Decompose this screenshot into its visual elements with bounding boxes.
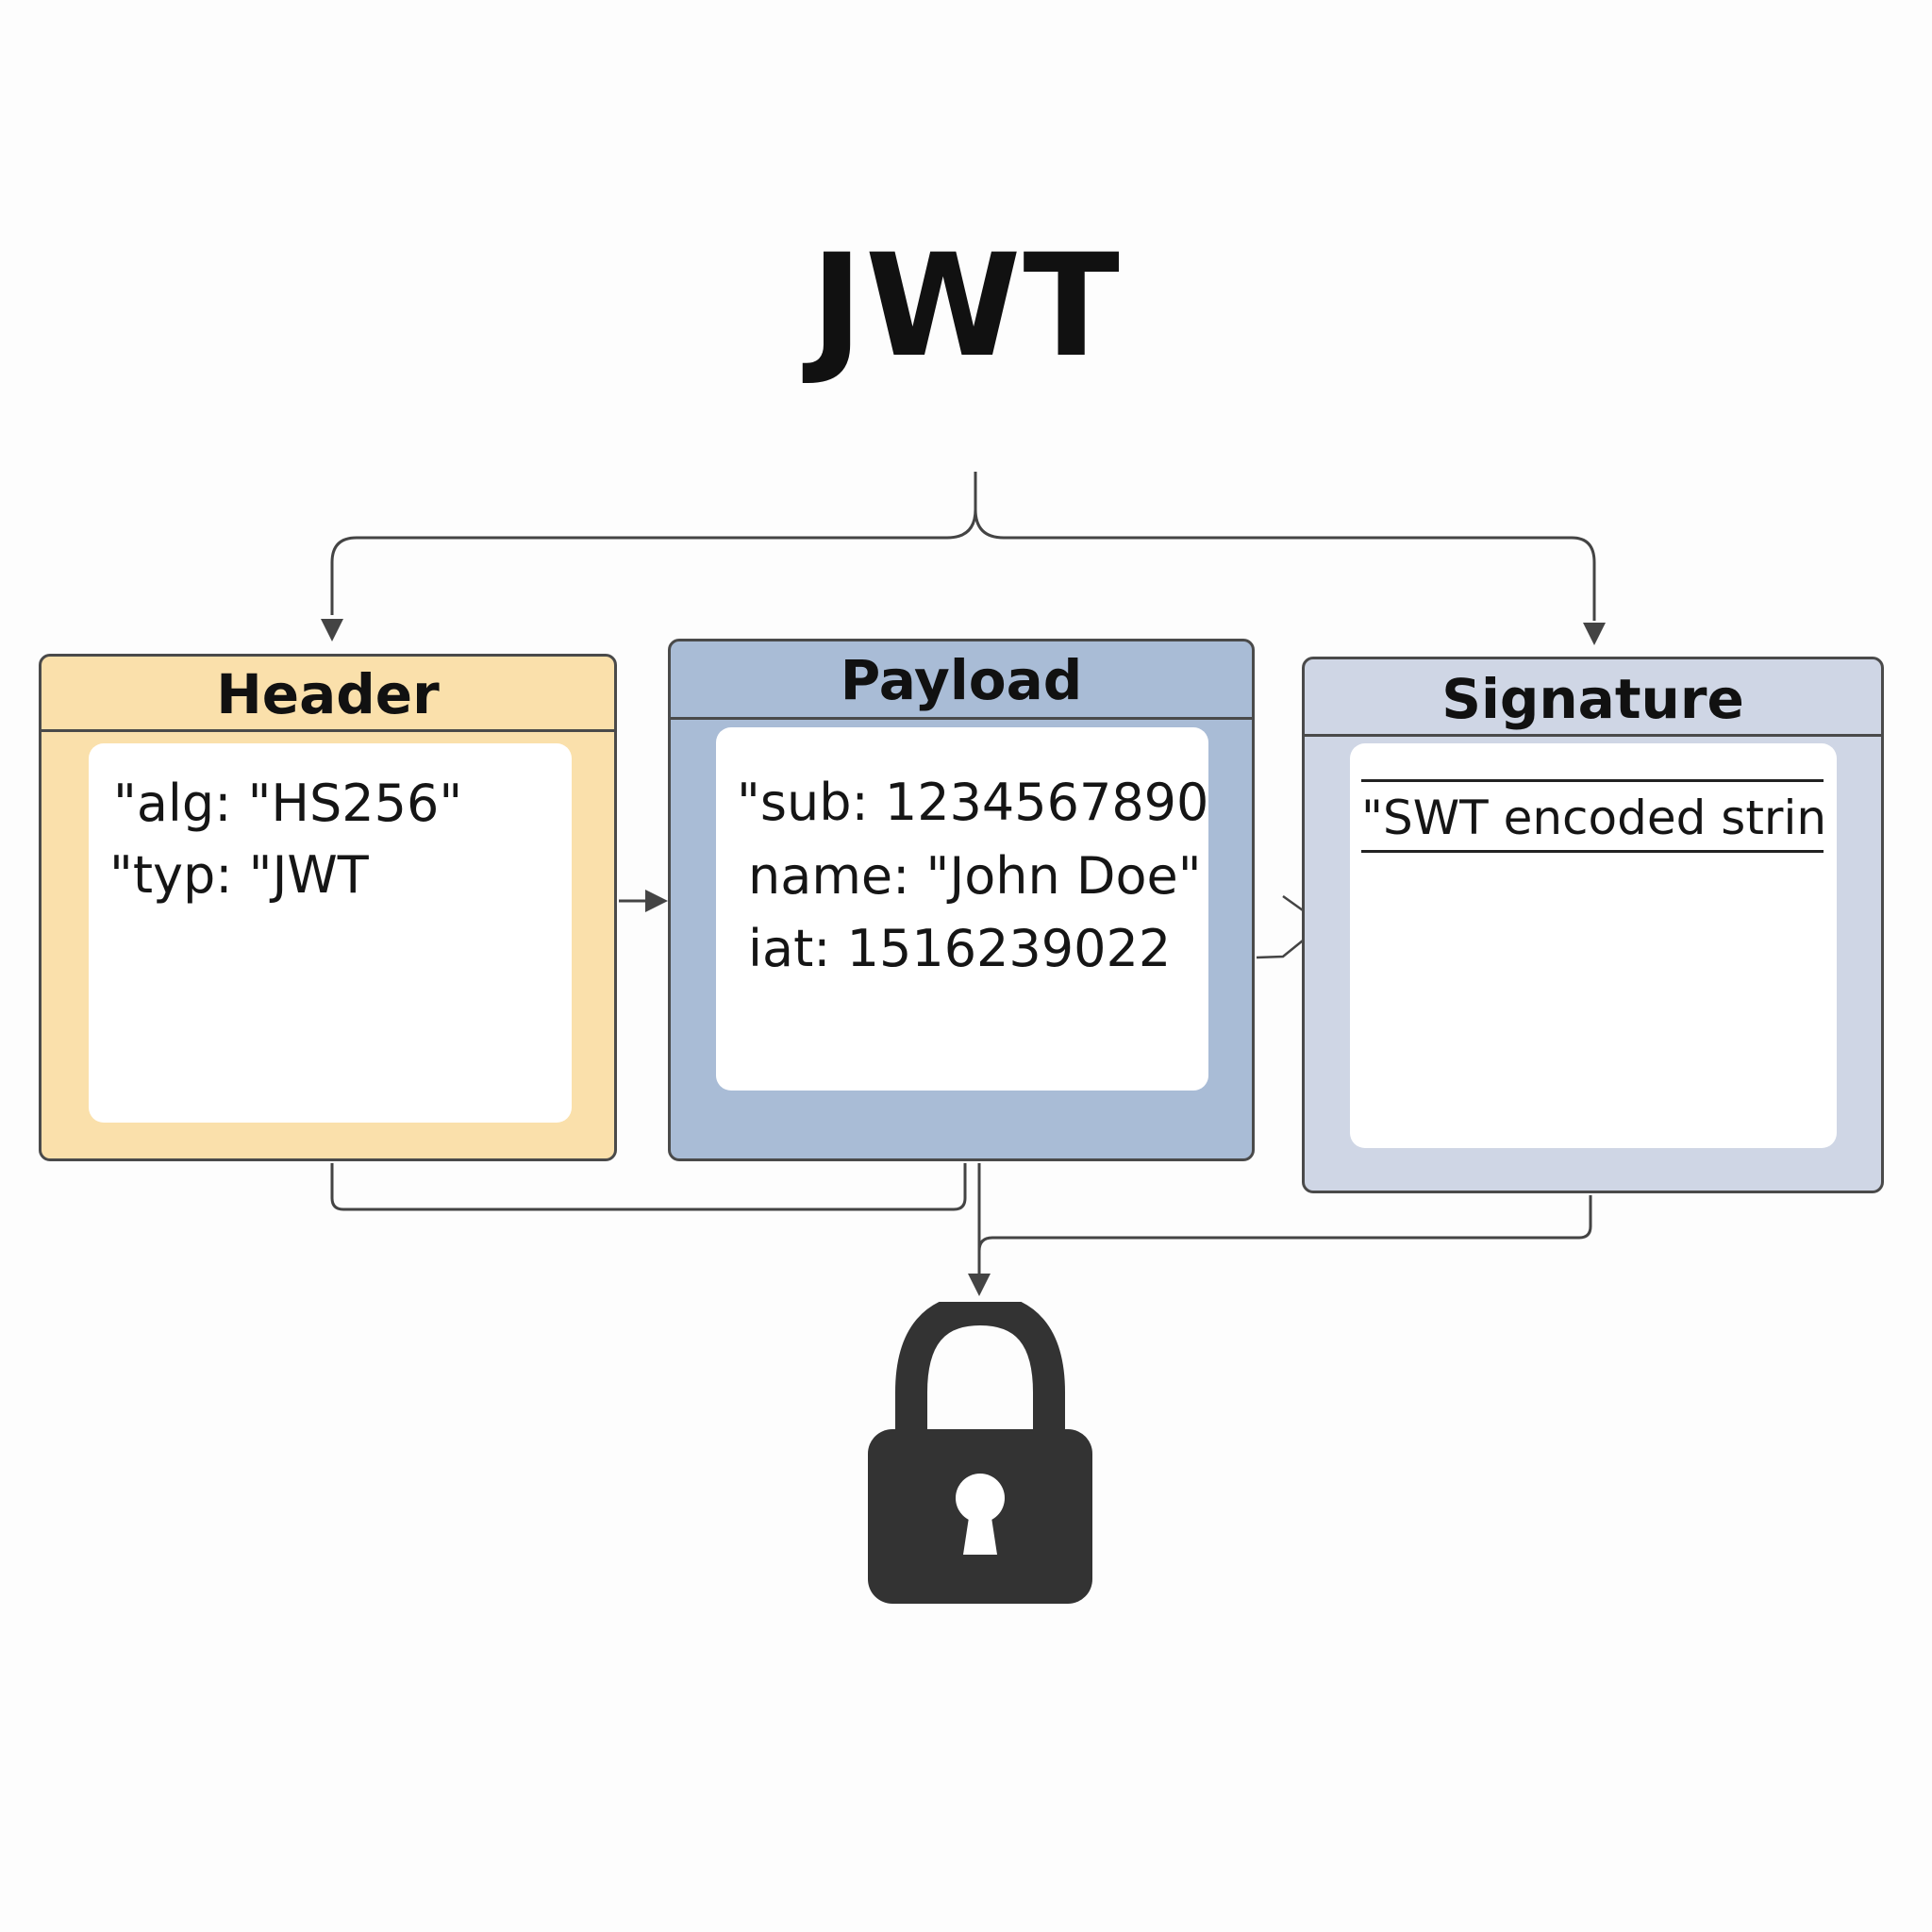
payload-line-iat: iat: 1516239022 [748,919,1172,978]
padlock-icon [868,1302,1092,1604]
top-brace-stem [330,472,977,615]
padlock-keyhole-top [956,1474,1005,1523]
header-box-title: Header [42,657,614,732]
signature-content-panel: "SWT encoded string [1350,743,1837,1148]
signature-encoded-string: "SWT encoded string [1361,779,1824,853]
header-line-alg: "alg: "HS256" [113,774,463,833]
padlock-shackle [895,1302,1065,1443]
arrow-to-header [321,619,343,641]
arrow-to-lock [968,1274,991,1296]
diagram-title: JWT [810,225,1122,389]
bottom-connector-header-payload [330,1163,967,1211]
payload-line-name: name: "John Doe" [748,846,1202,906]
payload-box: Payload "sub: 1234567890 name: "John Doe… [668,639,1255,1161]
arrow-to-signature [1583,623,1606,645]
header-content-panel: "alg: "HS256" "typ: "JWT [89,743,572,1123]
header-to-payload-arrowhead [645,890,668,912]
signature-box: Signature "SWT encoded string [1302,657,1884,1193]
payload-line-sub: "sub: 1234567890 [737,773,1209,832]
payload-box-title: Payload [671,641,1252,720]
padlock-keyhole-slot [963,1511,997,1555]
bottom-connector-signature-lock [977,1195,1592,1252]
payload-content-panel: "sub: 1234567890 name: "John Doe" iat: 1… [716,727,1208,1091]
signature-box-title: Signature [1305,659,1881,737]
top-brace-right [974,508,1596,621]
header-box: Header "alg: "HS256" "typ: "JWT [39,654,617,1161]
header-line-typ: "typ: "JWT [109,845,369,905]
